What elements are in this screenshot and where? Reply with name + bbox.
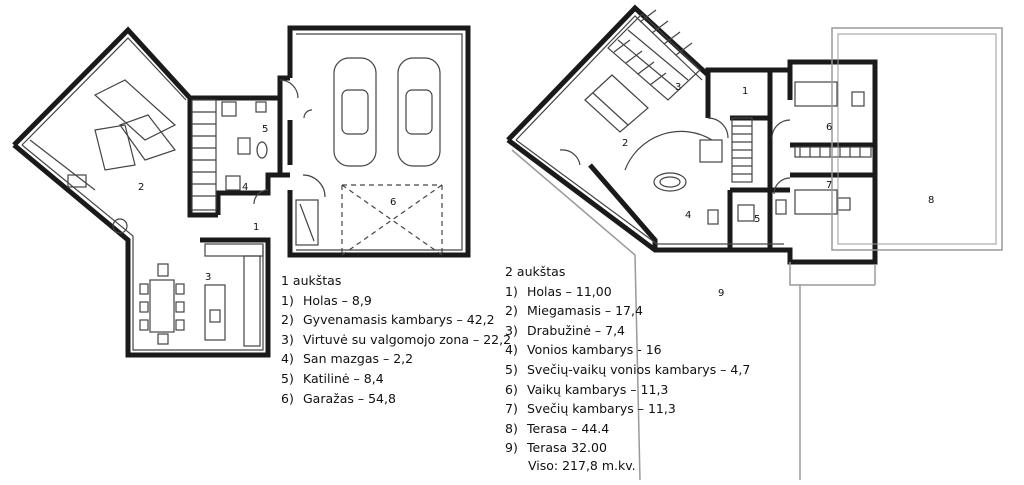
room-name-area: Garažas – 54,8 [303,390,396,406]
room-name-area: Vonios kambarys - 16 [527,342,662,358]
floor1-legend: 1 aukštas 1) Holas – 8,9 2) Gyvenamasis kam… [281,271,511,408]
room-number: 7) [505,401,518,417]
room-number: 4) [281,351,294,367]
room-list-item: 6) Garažas – 54,8 [281,389,511,409]
f1-room-label-6: 6 [390,197,396,208]
floor2-title: 2 aukštas [505,264,566,279]
room-number: 2) [505,303,518,319]
room-number: 6) [281,390,294,406]
floor1-thin-lines [21,33,463,351]
room-name-area: Terasa 32.00 [527,440,607,456]
room-list-item: 4) San mazgas – 2,2 [281,349,511,369]
floor2-legend: 2 aukštas 1) Holas – 11,00 2) Miegamasis – … [505,262,750,458]
room-name-area: Virtuvė su valgomojo zona – 22,2 [303,331,512,347]
room-list-item: 1) Holas – 11,00 [505,282,750,302]
room-number: 1) [281,292,294,308]
f2-room-label-7: 7 [826,180,832,191]
f2-room-label-4: 4 [685,210,691,221]
f2-room-label-6: 6 [826,122,832,133]
room-name-area: Svečių kambarys – 11,3 [527,401,676,417]
floor2-walls [506,4,878,265]
f2-room-label-1: 1 [742,86,748,97]
f2-room-label-9: 9 [718,288,724,299]
f2-room-label-3: 3 [675,82,681,93]
f1-room-label-4: 4 [242,182,248,193]
room-name-area: San mazgas – 2,2 [303,351,414,367]
room-list-item: 5) Svečių-vaikų vonios kambarys – 4,7 [505,360,750,380]
room-name-area: Vaikų kambarys – 11,3 [527,381,669,397]
room-list-item: 2) Gyvenamasis kambarys – 42,2 [281,310,511,330]
f2-room-label-8: 8 [928,195,934,206]
room-name-area: Drabužinė – 7,4 [527,322,626,338]
floor1-title: 1 aukštas [281,273,342,288]
f1-room-label-1: 1 [253,222,259,233]
room-name-area: Svečių-vaikų vonios kambarys – 4,7 [527,361,751,377]
room-list-item: 3) Drabužinė – 7,4 [505,321,750,341]
f2-room-label-5: 5 [754,214,760,225]
room-name-area: Terasa – 44.4 [527,420,610,436]
floor2-room-list: 1) Holas – 11,00 2) Miegamasis – 17,4 3) Drab… [505,282,750,458]
f1-room-label-5: 5 [262,124,268,135]
room-list-item: 1) Holas – 8,9 [281,291,511,311]
room-number: 3) [281,331,294,347]
f1-room-label-2: 2 [138,182,144,193]
f1-room-label-3: 3 [205,272,211,283]
floor2-thin-lines [511,9,1003,481]
room-list-item: 9) Terasa 32.00 [505,438,750,458]
room-number: 4) [505,342,518,358]
room-number: 5) [281,370,294,386]
room-number: 9) [505,440,518,456]
room-number: 6) [505,381,518,397]
room-number: 8) [505,420,518,436]
room-list-item: 2) Miegamasis – 17,4 [505,301,750,321]
room-list-item: 3) Virtuvė su valgomojo zona – 22,2 [281,330,511,350]
room-number: 3) [505,322,518,338]
f2-room-label-2: 2 [622,138,628,149]
room-name-area: Katilinė – 8,4 [303,370,384,386]
total-area: Viso: 217,8 m.kv. [528,458,636,473]
room-number: 2) [281,312,294,328]
room-list-item: 8) Terasa – 44.4 [505,419,750,439]
room-list-item: 7) Svečių kambarys – 11,3 [505,399,750,419]
room-name-area: Miegamasis – 17,4 [527,303,643,319]
floor1-walls [12,25,471,358]
room-number: 1) [505,283,518,299]
room-number: 5) [505,361,518,377]
room-name-area: Gyvenamasis kambarys – 42,2 [303,312,495,328]
floor1-room-list: 1) Holas – 8,9 2) Gyvenamasis kambarys – 42… [281,291,511,409]
room-list-item: 4) Vonios kambarys - 16 [505,340,750,360]
room-name-area: Holas – 11,00 [527,283,612,299]
room-name-area: Holas – 8,9 [303,292,372,308]
room-list-item: 5) Katilinė – 8,4 [281,369,511,389]
room-list-item: 6) Vaikų kambarys – 11,3 [505,380,750,400]
